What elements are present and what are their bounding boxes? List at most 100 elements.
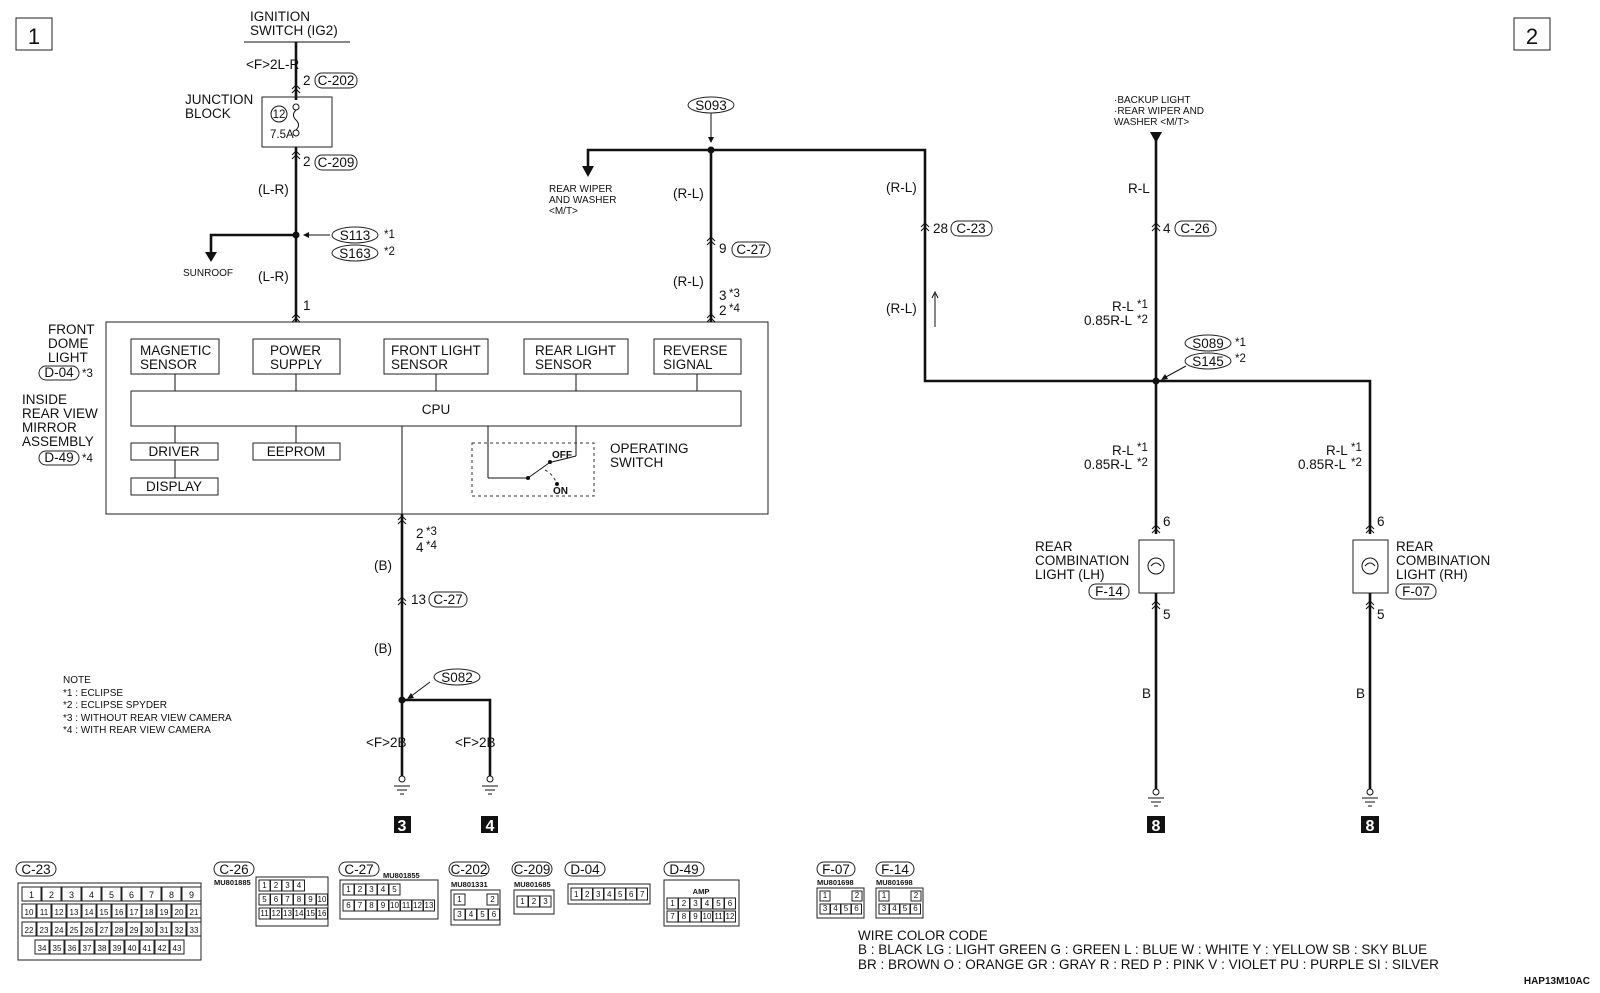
- svg-text:5: 5: [262, 895, 267, 904]
- connector-pin: 9: [377, 899, 389, 912]
- svg-text:32: 32: [175, 926, 184, 935]
- svg-text:3: 3: [543, 897, 548, 906]
- svg-text:S082: S082: [441, 670, 473, 685]
- wire-label-b: B: [1356, 686, 1365, 701]
- svg-text:SWITCH (IG2): SWITCH (IG2): [250, 23, 338, 38]
- connector-pin: 5: [899, 903, 911, 915]
- inside-mirror-label-3: MIRROR: [22, 420, 77, 435]
- svg-text:REAR LIGHT: REAR LIGHT: [535, 343, 616, 358]
- operating-switch-label: OPERATING: [610, 441, 689, 456]
- svg-text:11: 11: [714, 912, 723, 921]
- svg-text:C-202: C-202: [318, 73, 355, 88]
- star-mark: *2: [384, 246, 395, 258]
- svg-text:11: 11: [260, 909, 269, 918]
- svg-text:SIGNAL: SIGNAL: [663, 357, 713, 372]
- connector-pin: 7: [666, 910, 679, 923]
- svg-text:S093: S093: [695, 98, 727, 113]
- pin-label: 6: [1163, 514, 1171, 529]
- connector-pin: 1: [258, 879, 271, 892]
- svg-text:1: 1: [346, 885, 351, 894]
- note-block: NOTE *1 : ECLIPSE *2 : ECLIPSE SPYDER *3…: [63, 675, 232, 736]
- connector-pin: 17: [126, 903, 142, 919]
- svg-text:6: 6: [728, 899, 733, 908]
- pin-label: 28: [933, 221, 948, 236]
- wire-label-rl: (R-L): [673, 186, 704, 201]
- svg-text:2: 2: [532, 897, 537, 906]
- connector-pin: 43: [169, 939, 185, 955]
- connector-pin: 1: [878, 890, 890, 902]
- power-supply-module: POWER SUPPLY: [252, 338, 341, 375]
- svg-text:C-26: C-26: [1180, 221, 1209, 236]
- svg-text:*2 : ECLIPSE SPYDER: *2 : ECLIPSE SPYDER: [63, 700, 167, 711]
- connector-pin: 4: [701, 897, 713, 910]
- connector-pin: 30: [141, 921, 157, 937]
- star-mark: *1: [1137, 299, 1148, 311]
- pin-label: 4: [416, 540, 424, 555]
- connector-pin: 5: [258, 893, 271, 906]
- svg-text:17: 17: [130, 908, 139, 917]
- svg-text:7.5A: 7.5A: [270, 129, 294, 141]
- splice-s163: S163: [331, 244, 379, 262]
- sunroof-label: SUNROOF: [183, 268, 233, 279]
- wire-label-b: B: [1142, 686, 1151, 701]
- pin-label: 3: [719, 288, 727, 303]
- connector-pin: 25: [66, 921, 82, 937]
- inside-mirror-label-4: ASSEMBLY: [22, 434, 94, 449]
- svg-text:13: 13: [70, 908, 79, 917]
- svg-text:9: 9: [308, 895, 313, 904]
- svg-text:6: 6: [913, 904, 918, 913]
- svg-text:2: 2: [585, 890, 590, 899]
- svg-text:12: 12: [55, 908, 64, 917]
- svg-text:6: 6: [274, 895, 279, 904]
- connector-pin: 6: [270, 893, 282, 906]
- ground-marker-8-lh: 8: [1147, 816, 1165, 835]
- svg-text:9: 9: [189, 890, 194, 900]
- svg-text:MU801331: MU801331: [451, 880, 488, 889]
- connector-pin: 6: [910, 903, 921, 915]
- splice-s089: S089: [1184, 334, 1232, 352]
- page-marker-2: 2: [1513, 17, 1551, 51]
- rear-combo-rh-label-2: COMBINATION: [1396, 553, 1490, 568]
- svg-text:*3 : WITHOUT REAR VIEW CAMERA: *3 : WITHOUT REAR VIEW CAMERA: [63, 713, 232, 724]
- connector-pin: 8: [293, 893, 305, 906]
- connector-pin: 40: [124, 939, 140, 955]
- cpu-module: CPU: [130, 390, 742, 427]
- ground-marker-4: 4: [481, 816, 498, 835]
- connector-pin: 7: [281, 893, 294, 906]
- connector-pin: 16: [316, 907, 328, 920]
- svg-text:10: 10: [390, 901, 399, 910]
- svg-text:15: 15: [100, 908, 109, 917]
- svg-text:MU801685: MU801685: [514, 880, 551, 889]
- connector-pin: 16: [111, 903, 127, 919]
- svg-text:1: 1: [574, 890, 579, 899]
- magnetic-sensor-module: MAGNETIC SENSOR: [130, 338, 220, 375]
- svg-text:42: 42: [158, 944, 167, 953]
- svg-text:6: 6: [854, 904, 859, 913]
- star-mark: *1: [1351, 442, 1362, 454]
- connector-pin: 7: [354, 899, 366, 912]
- rear-wiper-label: REAR WIPER: [549, 184, 612, 195]
- svg-text:1: 1: [823, 891, 828, 900]
- svg-text:13: 13: [425, 901, 434, 910]
- svg-text:WIRE COLOR CODE: WIRE COLOR CODE: [858, 928, 988, 943]
- svg-text:1: 1: [29, 890, 34, 900]
- connector-pin: 2: [581, 887, 593, 901]
- splice-s082: S082: [433, 668, 481, 686]
- connector-pin: 2: [678, 897, 690, 910]
- connector-pin: 5: [840, 903, 852, 915]
- pin-label: 5: [1377, 607, 1385, 622]
- connector-pin: 1: [819, 890, 831, 902]
- svg-text:MU801885: MU801885: [214, 878, 251, 887]
- svg-text:SENSOR: SENSOR: [391, 357, 448, 372]
- svg-text:6: 6: [129, 890, 134, 900]
- connector-pin: 8: [161, 886, 182, 902]
- rear-combo-rh-label-3: LIGHT (RH): [1396, 567, 1468, 582]
- connector-pin: 41: [139, 939, 155, 955]
- connector-pin: 4: [81, 886, 102, 902]
- svg-text:F-07: F-07: [1402, 584, 1430, 599]
- svg-text:5: 5: [392, 885, 397, 894]
- svg-text:BR : BROWN O : ORANGE GR :: BR : BROWN O : ORANGE GR : GRAY R : RED …: [858, 957, 1439, 972]
- svg-text:F-14: F-14: [1095, 584, 1123, 599]
- connector-pin: 6: [121, 886, 142, 902]
